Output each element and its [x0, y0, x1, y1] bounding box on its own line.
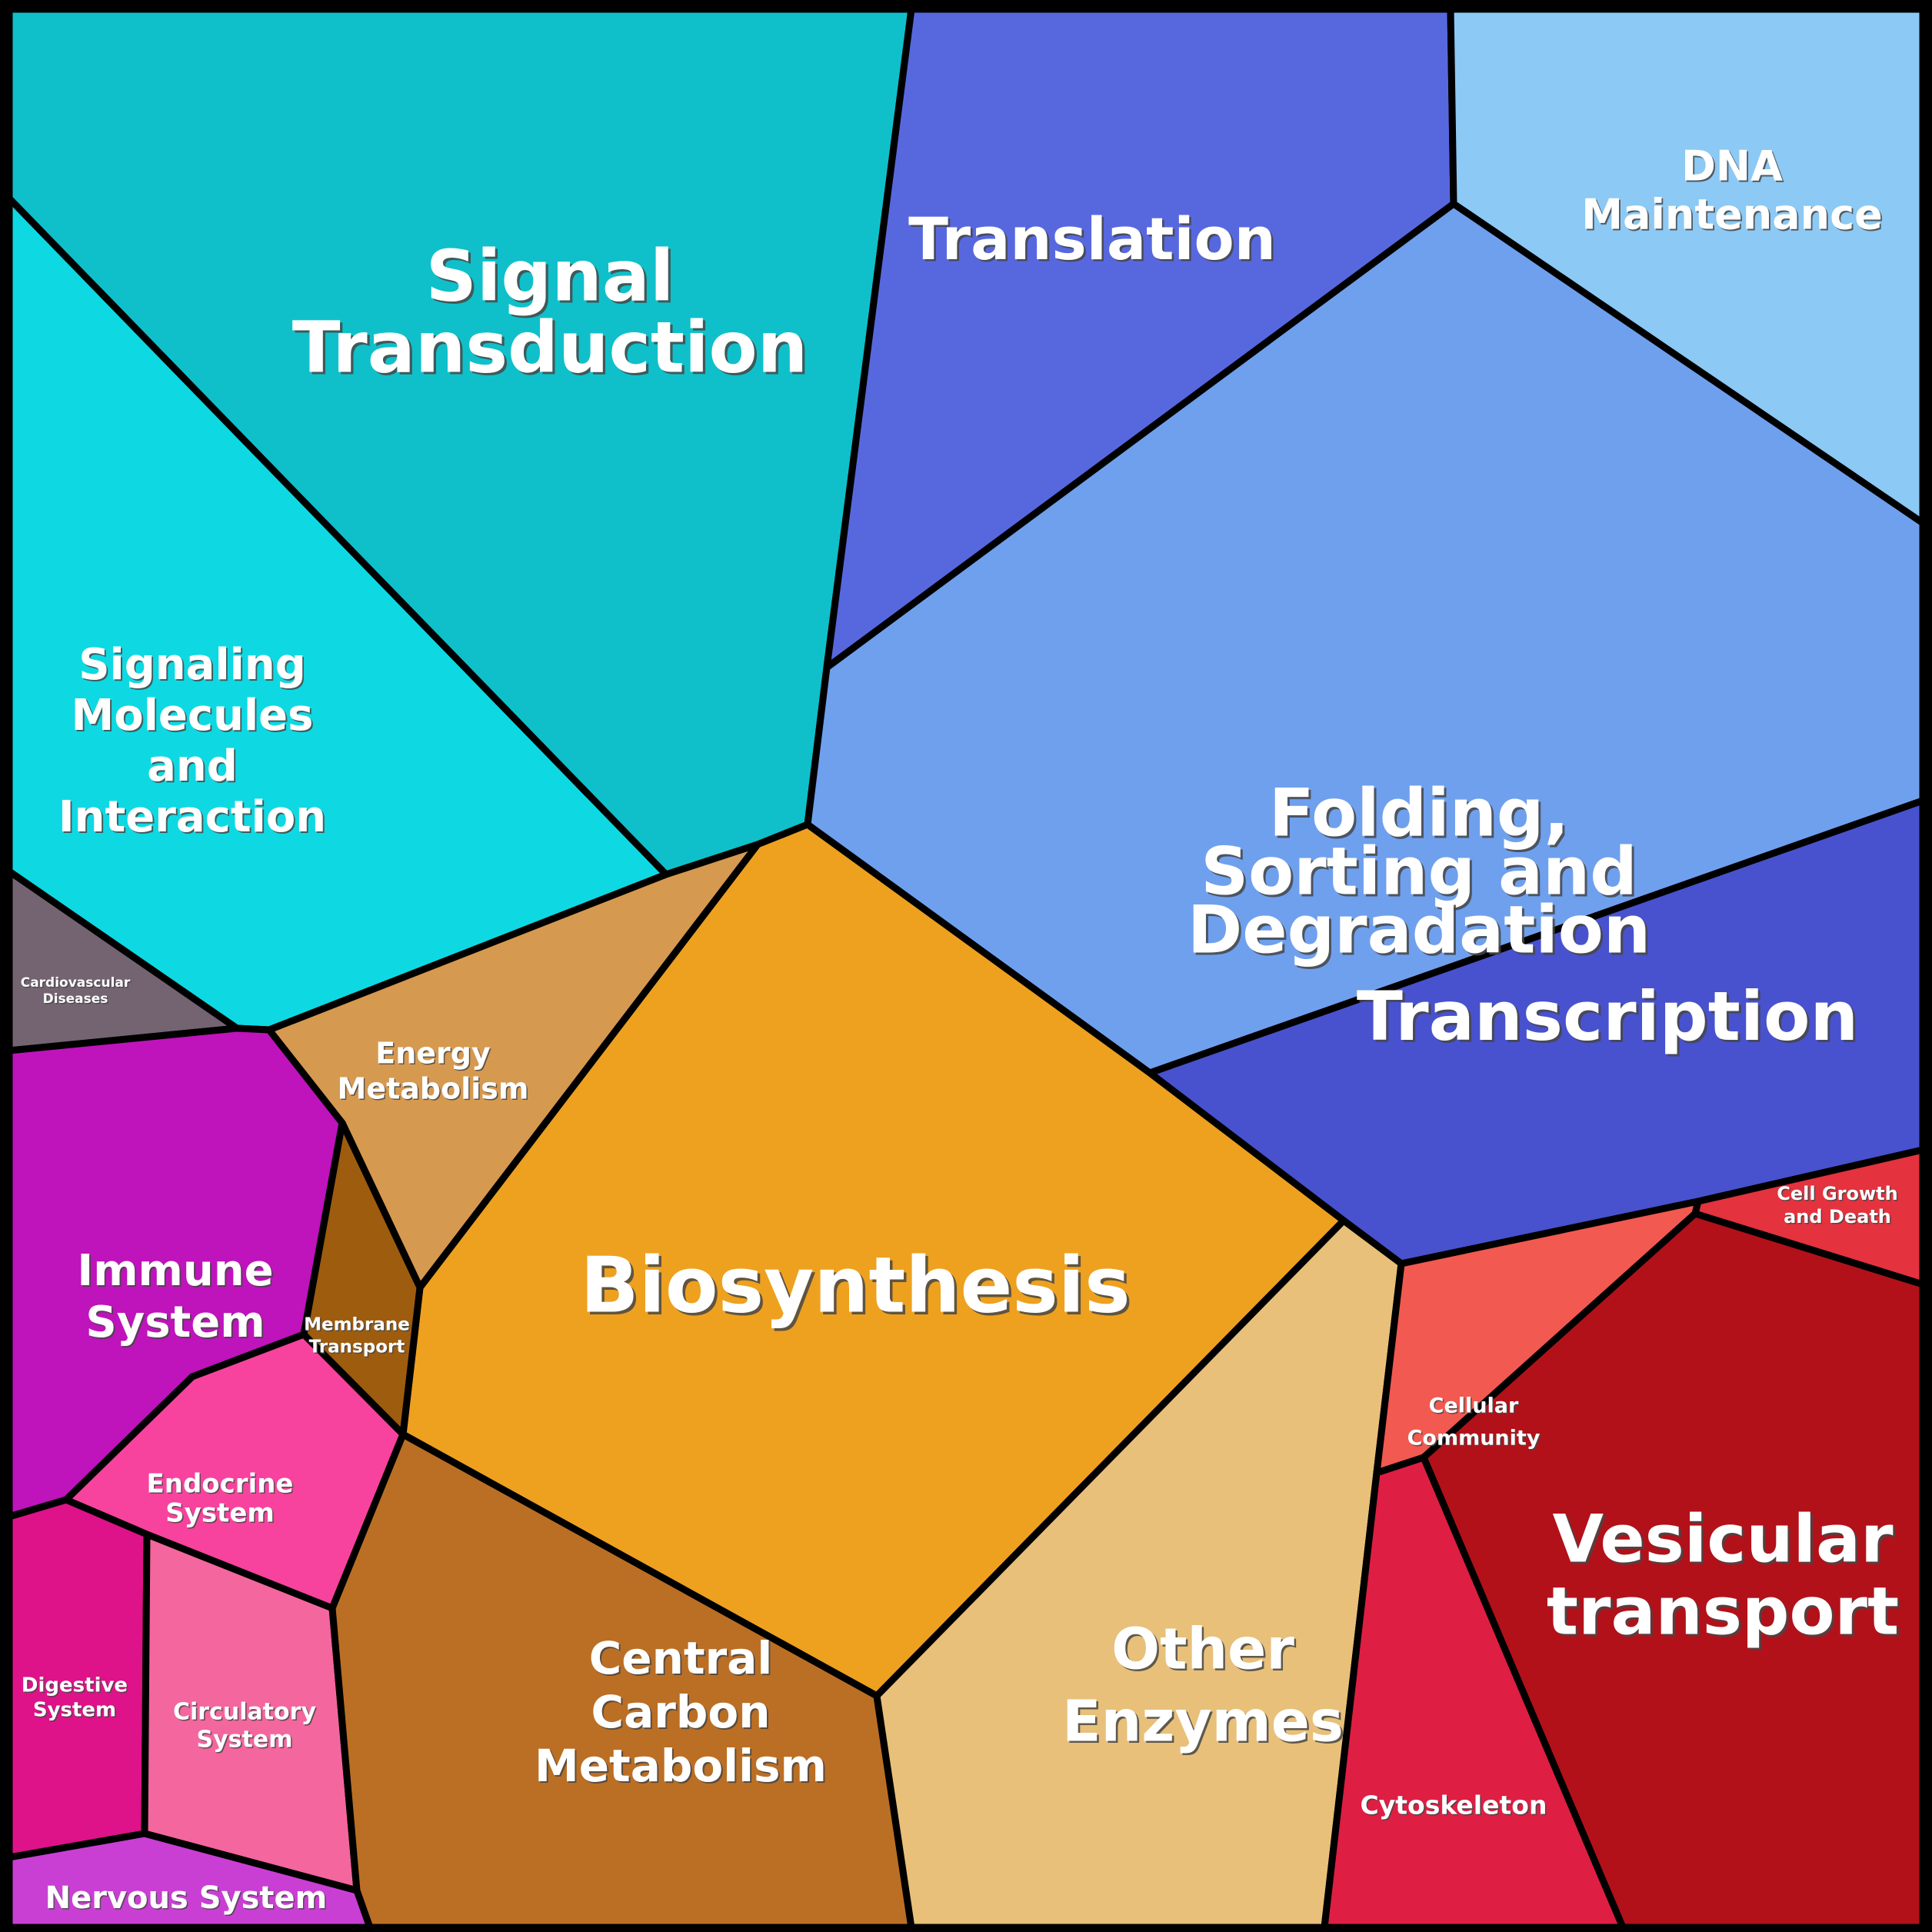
label-shadow-other-enzymes: Enzymes: [1064, 1690, 1346, 1757]
label-shadow-transcription: Transcription: [1359, 979, 1860, 1058]
label-vesicular-transport: transport: [1547, 1573, 1899, 1650]
label-cell-growth-and-death: and Death: [1784, 1206, 1891, 1227]
region-cytoskeleton: [1321, 1454, 1627, 1931]
label-shadow-dna-maintenance: DNA: [1683, 144, 1784, 192]
treemap-labels: SignalSignalTransductionTransductionSign…: [21, 142, 1901, 1917]
label-shadow-energy-metabolism: Energy: [377, 1038, 492, 1071]
label-other-enzymes: Other: [1111, 1617, 1294, 1683]
label-membrane-transport: Transport: [309, 1337, 405, 1357]
label-cell-growth-and-death: Cell Growth: [1777, 1183, 1897, 1204]
label-shadow-energy-metabolism: Metabolism: [338, 1073, 530, 1107]
label-shadow-dna-maintenance: Maintenance: [1583, 192, 1884, 241]
label-cellular-community: Community: [1407, 1427, 1541, 1451]
label-shadow-cellular-community: Cellular: [1430, 1395, 1520, 1419]
label-shadow-cytoskeleton: Cytoskeleton: [1361, 1791, 1548, 1821]
label-shadow-cardiovascular-diseases: Diseases: [44, 993, 109, 1008]
label-shadow-cardiovascular-diseases: Cardiovascular: [22, 977, 132, 992]
label-signaling-molecules: Molecules: [72, 691, 314, 741]
label-signal-transduction: Signal: [426, 235, 675, 317]
label-shadow-biosynthesis: Biosynthesis: [583, 1243, 1133, 1333]
label-immune-system: Immune: [77, 1246, 273, 1296]
label-energy-metabolism: Metabolism: [338, 1072, 529, 1106]
label-shadow-signal-transduction: Signal: [428, 238, 677, 320]
label-folding-sorting-degradation: Degradation: [1188, 891, 1651, 968]
label-endocrine-system: System: [165, 1498, 275, 1529]
label-energy-metabolism: Energy: [375, 1037, 491, 1071]
label-shadow-immune-system: Immune: [78, 1247, 275, 1297]
label-dna-maintenance: Maintenance: [1581, 191, 1883, 239]
label-cytoskeleton: Cytoskeleton: [1361, 1790, 1547, 1820]
label-shadow-central-carbon-metabolism: Central: [591, 1634, 774, 1686]
label-membrane-transport: Membrane: [304, 1315, 410, 1335]
label-folding-sorting-degradation: Folding,: [1269, 774, 1569, 851]
label-shadow-nervous-system: Nervous System: [46, 1882, 328, 1917]
treemap-cells: [5, 5, 1927, 1931]
label-shadow-cellular-community: Community: [1408, 1427, 1541, 1451]
label-digestive-system: Digestive: [22, 1674, 128, 1697]
label-shadow-other-enzymes: Other: [1114, 1618, 1297, 1684]
label-shadow-circulatory-system: Circulatory: [174, 1700, 318, 1727]
label-cardiovascular-diseases: Cardiovascular: [21, 975, 131, 991]
label-shadow-digestive-system: System: [34, 1700, 117, 1723]
label-dna-maintenance: DNA: [1681, 142, 1783, 191]
label-signaling-molecules: Interaction: [58, 792, 326, 842]
label-immune-system: System: [85, 1297, 265, 1347]
label-shadow-circulatory-system: System: [198, 1727, 294, 1754]
label-cellular-community: Cellular: [1429, 1394, 1519, 1418]
label-central-carbon-metabolism: Central: [589, 1632, 773, 1684]
label-signal-transduction: Transduction: [292, 306, 808, 388]
label-shadow-cell-growth-and-death: and Death: [1785, 1208, 1893, 1229]
label-signaling-molecules: Signaling: [78, 640, 306, 690]
label-shadow-membrane-transport: Membrane: [305, 1316, 411, 1336]
label-shadow-vesicular-transport: Vesicular: [1555, 1503, 1897, 1580]
label-shadow-immune-system: System: [87, 1299, 266, 1349]
label-shadow-signal-transduction: Transduction: [295, 309, 810, 391]
label-shadow-signaling-molecules: and: [148, 743, 239, 793]
label-shadow-cell-growth-and-death: Cell Growth: [1778, 1184, 1899, 1206]
label-shadow-folding-sorting-degradation: Degradation: [1190, 894, 1653, 971]
label-signaling-molecules: and: [147, 741, 238, 791]
label-digestive-system: System: [33, 1699, 116, 1722]
label-shadow-endocrine-system: Endocrine: [148, 1470, 295, 1501]
label-shadow-folding-sorting-degradation: Sorting and: [1203, 835, 1640, 912]
label-circulatory-system: Circulatory: [173, 1699, 317, 1726]
label-circulatory-system: System: [197, 1727, 293, 1754]
label-folding-sorting-degradation: Sorting and: [1201, 833, 1637, 910]
label-nervous-system: Nervous System: [45, 1880, 328, 1916]
label-shadow-signaling-molecules: Interaction: [60, 794, 328, 844]
label-shadow-central-carbon-metabolism: Metabolism: [536, 1741, 828, 1794]
label-other-enzymes: Enzymes: [1062, 1689, 1344, 1755]
label-endocrine-system: Endocrine: [147, 1469, 294, 1500]
label-shadow-digestive-system: Digestive: [22, 1675, 128, 1698]
label-shadow-central-carbon-metabolism: Carbon: [593, 1687, 772, 1740]
label-cardiovascular-diseases: Diseases: [43, 991, 108, 1007]
label-transcription: Transcription: [1357, 977, 1858, 1056]
label-shadow-vesicular-transport: transport: [1549, 1575, 1901, 1652]
label-translation: Translation: [908, 205, 1276, 273]
label-shadow-endocrine-system: System: [167, 1499, 276, 1530]
label-shadow-signaling-molecules: Signaling: [80, 641, 308, 691]
label-biosynthesis: Biosynthesis: [580, 1240, 1130, 1330]
label-central-carbon-metabolism: Carbon: [591, 1686, 771, 1738]
label-shadow-signaling-molecules: Molecules: [72, 692, 315, 742]
label-shadow-membrane-transport: Transport: [310, 1338, 406, 1358]
label-central-carbon-metabolism: Metabolism: [535, 1740, 827, 1792]
label-shadow-folding-sorting-degradation: Folding,: [1271, 777, 1571, 854]
label-vesicular-transport: Vesicular: [1553, 1501, 1894, 1577]
label-shadow-translation: Translation: [911, 207, 1278, 275]
